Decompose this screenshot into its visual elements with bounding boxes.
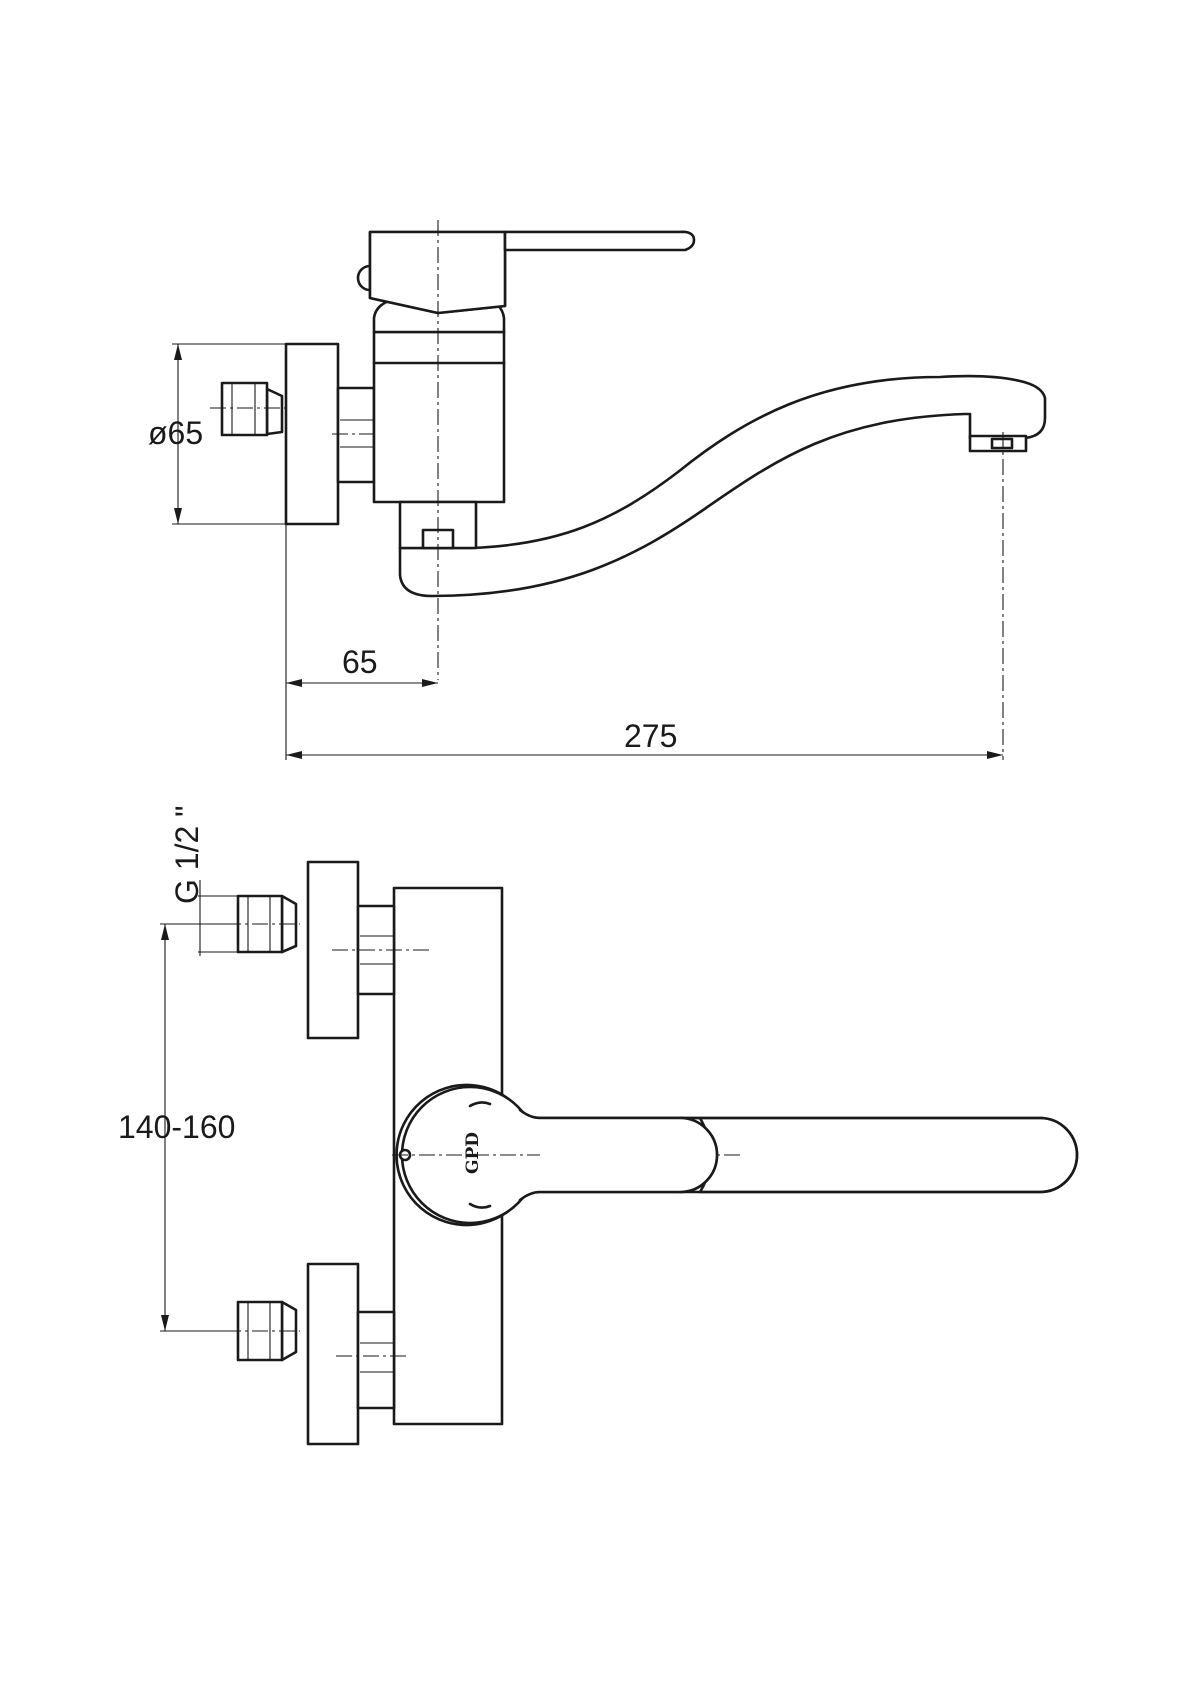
dim-flange-diameter: ø65: [148, 343, 286, 525]
front-bottom-pipe: [336, 1310, 406, 1410]
front-handle: GPD: [392, 1083, 719, 1227]
side-connector: [210, 381, 290, 437]
dim-label-wall-to-outlet: 275: [624, 718, 677, 754]
dim-thread-size: G 1/2 ": [169, 805, 238, 956]
brand-logo: GPD: [463, 1132, 483, 1174]
front-bottom-connector: [198, 1300, 300, 1362]
side-view: ø65 65 275: [148, 220, 1047, 760]
side-valve-body: [372, 296, 506, 504]
dim-label-inlet-spacing: 140-160: [118, 1109, 235, 1145]
side-spout: [398, 374, 1047, 598]
dim-label-thread-size: G 1/2 ": [169, 805, 205, 904]
dim-wall-to-outlet: 275: [286, 718, 1003, 759]
side-aerator: [968, 434, 1028, 453]
side-flange: [284, 342, 340, 526]
dim-label-wall-to-axis: 65: [342, 644, 378, 680]
side-lever: [356, 230, 696, 315]
front-top-connector: [198, 894, 300, 954]
front-top-flange: [306, 860, 360, 1040]
front-bottom-flange: [306, 1262, 360, 1446]
dim-inlet-spacing: 140-160: [118, 923, 238, 1332]
front-view: GPD G 1/2 " 140-160: [118, 805, 1079, 1446]
front-top-pipe: [332, 904, 432, 996]
dim-wall-to-axis: 65: [285, 524, 438, 760]
dim-label-flange-diameter: ø65: [148, 415, 203, 451]
